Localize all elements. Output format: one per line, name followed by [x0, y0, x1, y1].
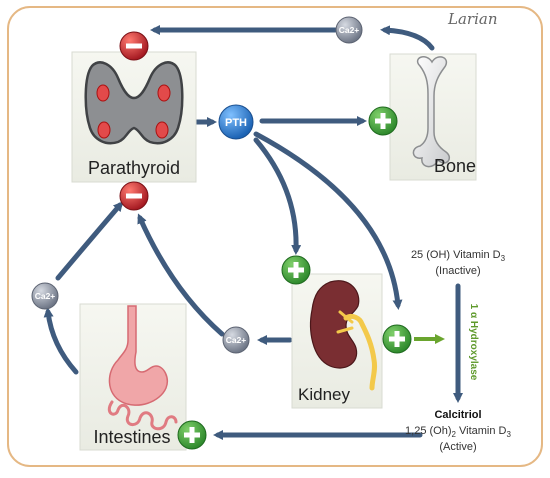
parathyroid-gland-icon: [84, 61, 184, 145]
intestines-card: Intestines: [79, 303, 187, 451]
calcitriol-line1: 1,25 (Oh)2 Vitamin D3: [405, 425, 511, 439]
minus-icon: [126, 43, 142, 49]
plus-badge-bone: [368, 106, 398, 136]
calcium-label-top: Ca2+: [339, 25, 360, 35]
parathyroid-label: Parathyroid: [88, 158, 180, 178]
hydroxylase-label: 1 α Hydroxylase: [468, 304, 479, 381]
calcium-badge-top: Ca2+: [335, 16, 363, 44]
arrow-calcium-left-to-parathyroid: [55, 201, 124, 281]
kidney-icon: [309, 280, 378, 391]
calcitriol-title: Calcitriol: [434, 409, 481, 421]
minus-icon: [126, 193, 142, 199]
intestines-label: Intestines: [93, 427, 170, 447]
plus-badge-hydroxylase: [382, 324, 412, 354]
arrow-intestines-to-calcium: [43, 307, 79, 375]
minus-badge-top: [119, 31, 149, 61]
bone-icon: [412, 56, 450, 168]
vitamin-d-inactive-line2: (Inactive): [435, 265, 480, 277]
pth-badge: PTH: [218, 104, 254, 140]
stomach-icon: [107, 305, 178, 431]
kidney-card: Kidney: [291, 273, 383, 409]
calcitriol-line2: (Active): [439, 441, 476, 453]
arrow-bone-to-calcium: [380, 25, 435, 51]
kidney-label: Kidney: [298, 385, 350, 404]
minus-badge-lower: [119, 181, 149, 211]
parathyroid-card: Parathyroid: [71, 51, 197, 183]
arrow-pth-to-hydroxylase: [253, 131, 403, 310]
bone-card: Bone: [389, 53, 477, 181]
calcium-badge-left: Ca2+: [31, 282, 59, 310]
bone-label: Bone: [434, 156, 476, 176]
plus-badge-kidney: [281, 255, 311, 285]
vitamin-d-inactive-line1: 25 (OH) Vitamin D3: [411, 249, 506, 263]
arrow-pth-to-kidney: [253, 137, 302, 255]
signature: Larian: [447, 10, 497, 28]
calcium-label-kidney: Ca2+: [226, 335, 247, 345]
arrow-calcium-to-parathyroid-lower: [137, 213, 225, 337]
pth-label: PTH: [225, 117, 247, 129]
calcium-label-left: Ca2+: [35, 291, 56, 301]
plus-badge-intestines: [177, 420, 207, 450]
calcium-badge-kidney: Ca2+: [222, 326, 250, 354]
